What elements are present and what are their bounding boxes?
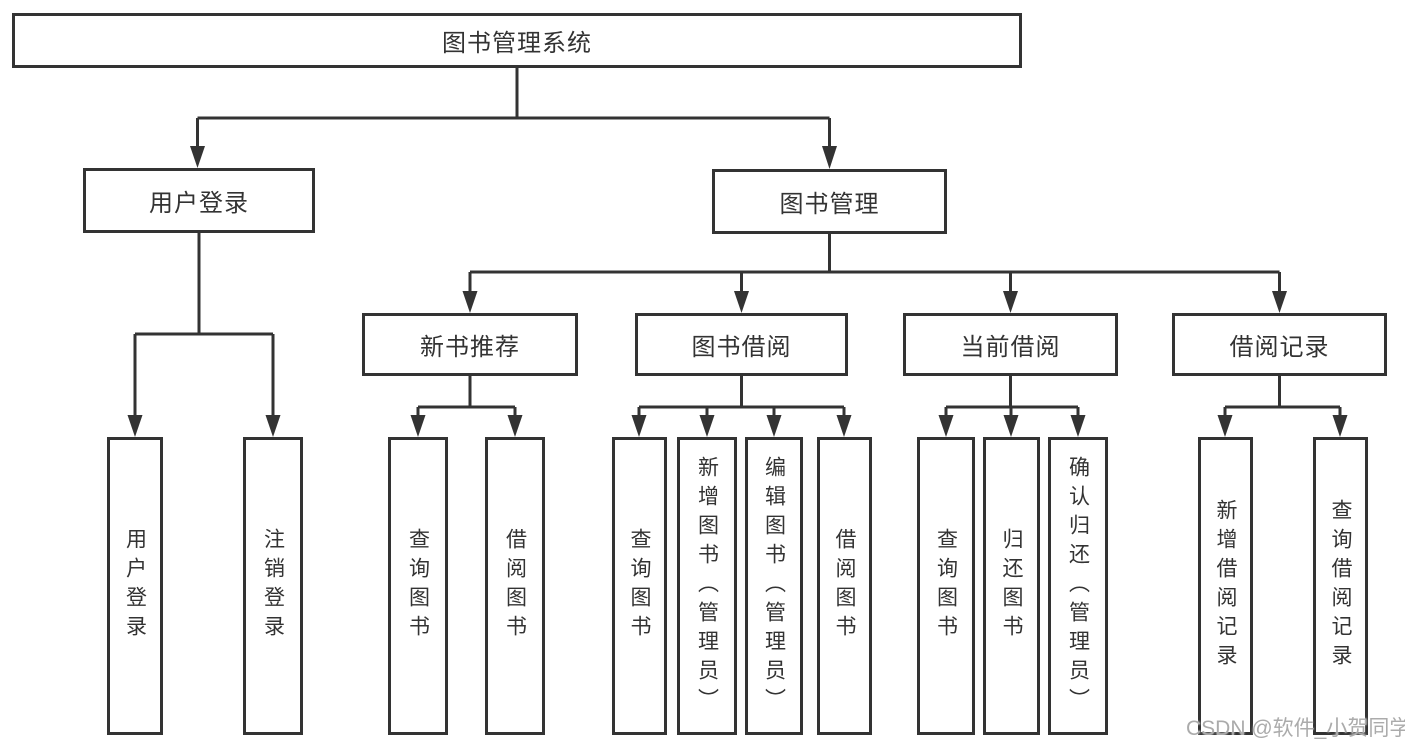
leaf-borrow-books-recommend-label: 借阅图书 — [503, 528, 527, 644]
node-new-book-recommend-label: 新书推荐 — [420, 334, 520, 361]
leaf-borrow-books-recommend: 借阅图书 — [485, 437, 545, 735]
leaf-return-books: 归还图书 — [983, 437, 1040, 735]
node-user-login: 用户登录 — [83, 168, 315, 233]
leaf-query-borrow-record: 查询借阅记录 — [1313, 437, 1368, 735]
leaf-user-login-label: 用户登录 — [123, 528, 147, 644]
node-book-borrow-label: 图书借阅 — [691, 334, 792, 361]
leaf-add-books-admin: 新增图书（管理员） — [677, 437, 737, 735]
edge-borrow-record-to-leaves — [1217, 376, 1348, 437]
leaf-user-login: 用户登录 — [107, 437, 163, 735]
node-user-login-label: 用户登录 — [149, 190, 249, 217]
leaf-logout: 注销登录 — [243, 437, 303, 735]
node-new-book-recommend: 新书推荐 — [362, 313, 578, 376]
leaf-confirm-return-admin-label: 确认归还（管理员） — [1066, 455, 1090, 717]
leaf-edit-books-admin-label: 编辑图书（管理员） — [762, 455, 786, 717]
node-current-borrow-label: 当前借阅 — [960, 334, 1061, 361]
leaf-query-books-borrow: 查询图书 — [612, 437, 667, 735]
node-borrow-record: 借阅记录 — [1172, 313, 1387, 376]
leaf-confirm-return-admin: 确认归还（管理员） — [1048, 437, 1108, 735]
node-root-system: 图书管理系统 — [12, 13, 1022, 68]
node-borrow-record-label: 借阅记录 — [1229, 334, 1330, 361]
leaf-logout-label: 注销登录 — [261, 528, 285, 644]
leaf-edit-books-admin: 编辑图书（管理员） — [745, 437, 803, 735]
node-book-management: 图书管理 — [712, 169, 947, 234]
edge-book-mgmt-to-level3 — [462, 234, 1287, 313]
leaf-add-borrow-record: 新增借阅记录 — [1198, 437, 1253, 735]
edge-root-to-level2 — [190, 68, 837, 169]
edge-current-borrow-to-leaves — [938, 376, 1086, 437]
leaf-borrow-books-label: 借阅图书 — [833, 528, 856, 644]
leaf-add-borrow-record-label: 新增借阅记录 — [1214, 499, 1237, 673]
leaf-add-books-admin-label: 新增图书（管理员） — [695, 455, 719, 717]
leaf-query-books-borrow-label: 查询图书 — [628, 528, 651, 644]
edge-user-login-to-leaves — [127, 233, 281, 437]
csdn-watermark: CSDN @软件_小贺同学 — [1186, 717, 1405, 740]
leaf-query-borrow-record-label: 查询借阅记录 — [1329, 499, 1352, 673]
leaf-borrow-books: 借阅图书 — [817, 437, 872, 735]
leaf-query-books-recommend-label: 查询图书 — [406, 528, 430, 644]
node-book-borrow: 图书借阅 — [635, 313, 848, 376]
edge-book-borrow-to-leaves — [631, 376, 852, 437]
leaf-query-books-current: 查询图书 — [917, 437, 975, 735]
node-current-borrow: 当前借阅 — [903, 313, 1118, 376]
leaf-query-books-current-label: 查询图书 — [934, 528, 958, 644]
edge-new-book-rec-to-leaves — [410, 376, 523, 437]
node-book-management-label: 图书管理 — [779, 191, 880, 218]
leaf-return-books-label: 归还图书 — [1000, 528, 1023, 644]
node-root-system-label: 图书管理系统 — [442, 30, 592, 57]
leaf-query-books-recommend: 查询图书 — [388, 437, 448, 735]
